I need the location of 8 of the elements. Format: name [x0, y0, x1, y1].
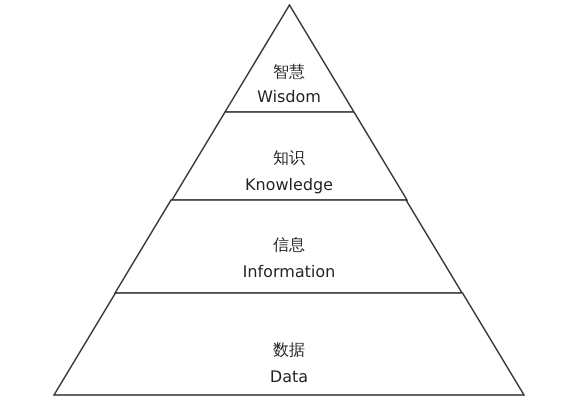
level-label: Data: [270, 367, 308, 387]
level-label: Knowledge: [245, 175, 333, 195]
level-label: 信息: [272, 235, 305, 255]
level-label: Wisdom: [257, 87, 321, 107]
level-label: 数据: [273, 340, 305, 360]
level-label: Information: [242, 262, 336, 282]
level-label: 知识: [273, 148, 305, 168]
level-label: 智慧: [272, 62, 305, 82]
